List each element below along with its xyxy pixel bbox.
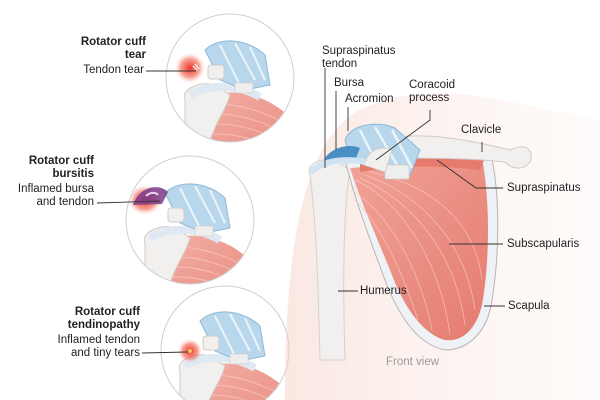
inset-2-title-line1: Rotator cuff [28, 155, 94, 167]
label-clavicle: Clavicle [461, 124, 502, 136]
inset-1-callout: Tendon tear [40, 64, 144, 77]
inset-2-title-line2: bursitis [52, 168, 94, 180]
inset-rotator-cuff-tear [146, 13, 295, 143]
inset-2-callout: Inflamed bursa and tendon [0, 183, 94, 209]
label-coracoid-line1: Coracoid [409, 79, 456, 91]
leader-line [96, 200, 161, 204]
coracoid-process [363, 147, 393, 173]
inset-2-title: Rotator cuff bursitis [0, 155, 94, 181]
inset-2-callout-line2: and tendon [36, 196, 94, 208]
inset-3-callout-line2: and tiny tears [70, 347, 140, 359]
main-shoulder-front-view [285, 68, 600, 400]
label-bursa: Bursa [334, 77, 365, 89]
label-coracoid-process: Coracoid process [409, 79, 455, 105]
inset-3-title-line2: tendinopathy [67, 319, 140, 331]
label-supraspinatus-tendon: Supraspinatus tendon [322, 45, 396, 71]
leader-lines [324, 68, 505, 307]
inset-1-title-line2: tear [124, 49, 146, 61]
inset-3-title: Rotator cuff tendinopathy [20, 306, 140, 332]
inset-1-title-line1: Rotator cuff [80, 36, 146, 48]
subscapularis-muscle [350, 158, 488, 341]
inset-3-callout-line1: Inflamed tendon [57, 334, 140, 346]
supraspinatus-tendon [308, 157, 366, 175]
inset-3-callout: Inflamed tendon and tiny tears [20, 334, 140, 360]
inset-rotator-cuff-bursitis [96, 155, 255, 285]
label-acromion: Acromion [345, 93, 394, 105]
inset-2-callout-line1: Inflamed bursa [17, 183, 94, 195]
inset-1-title: Rotator cuff tear [40, 36, 146, 62]
caption-front-view: Front view [386, 356, 440, 368]
clavicle-bone [379, 135, 532, 169]
inset-3-title-line1: Rotator cuff [74, 306, 140, 318]
label-coracoid-line2: process [409, 92, 450, 104]
inset-rotator-cuff-tendinopathy [141, 285, 290, 400]
label-scapula: Scapula [508, 300, 550, 312]
inset-1-callout-line1: Tendon tear [83, 64, 144, 76]
leader-line [141, 351, 189, 354]
label-humerus: Humerus [360, 285, 407, 297]
label-supraspinatus-tendon-line2: tendon [322, 58, 358, 70]
label-supraspinatus: Supraspinatus [507, 182, 581, 194]
label-subscapularis: Subscapularis [507, 238, 580, 250]
label-supraspinatus-tendon-line1: Supraspinatus [322, 45, 396, 57]
